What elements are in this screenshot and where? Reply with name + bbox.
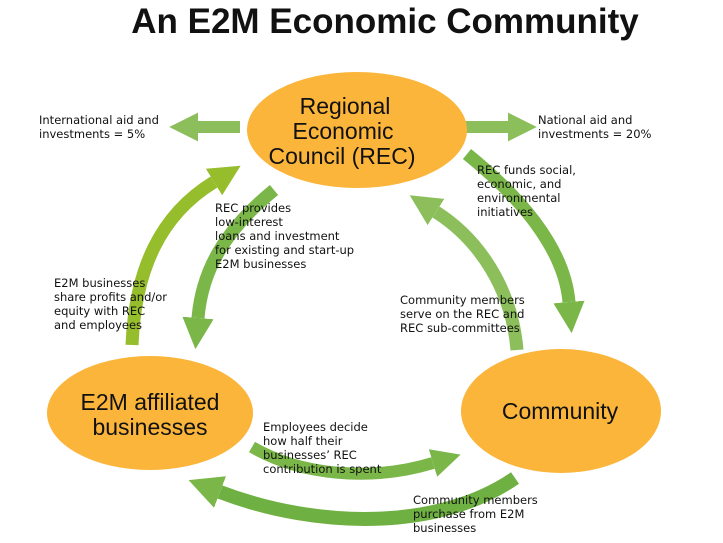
node-businesses: E2M affiliated businesses [47,356,253,470]
arrow-rec-to-businesses [182,184,279,350]
label-line: environmental [477,191,560,205]
label-line: serve on the REC and [400,307,524,321]
label-line: investments = 5% [39,127,145,141]
label-line: businesses’ REC [263,448,357,462]
label-line: low-interest [215,215,283,229]
node-community-line: Community [502,398,619,424]
label-line: investments = 20% [538,127,652,141]
label-line: equity with REC [54,304,145,318]
label-line: Employees decide [263,420,368,434]
node-rec-line: Council (REC) [269,143,416,169]
label-line: Community members [413,493,538,507]
label-line: National aid and [538,113,632,127]
node-rec-line: Regional [300,93,391,119]
arrow-community-to-businesses [188,472,519,526]
label-line: initiatives [477,205,533,219]
label-line: loans and investment [215,229,340,243]
arrow-community-to-rec [409,195,524,351]
label-line: REC sub-committees [400,321,520,335]
arrow-businesses-to-rec [125,165,241,346]
label-line: share profits and/or [54,290,167,304]
label-line: Community members [400,293,525,307]
arrow-businesses-to-community [248,441,461,480]
label-line: purchase from E2M [413,507,524,521]
label-line: and employees [54,318,142,332]
node-businesses-line: businesses [92,414,207,440]
label-line: REC funds social, [477,163,576,177]
label-line: International aid and [39,113,159,127]
label-line: businesses [413,521,476,535]
diagram-title: An E2M Economic Community [131,2,639,41]
node-rec: Regional Economic Council (REC) [247,72,467,188]
label-line: contribution is spent [263,462,382,476]
label-line: REC provides [215,201,291,215]
label-line: E2M businesses [54,276,145,290]
node-businesses-line: E2M affiliated [81,389,220,415]
arrow-rec-to-community [462,148,585,334]
label-line: for existing and start-up [215,243,354,257]
label-line: E2M businesses [215,257,306,271]
label-line: how half their [263,434,343,448]
label-line: economic, and [477,177,561,191]
node-community: Community [461,349,661,473]
node-rec-line: Economic [293,118,394,144]
